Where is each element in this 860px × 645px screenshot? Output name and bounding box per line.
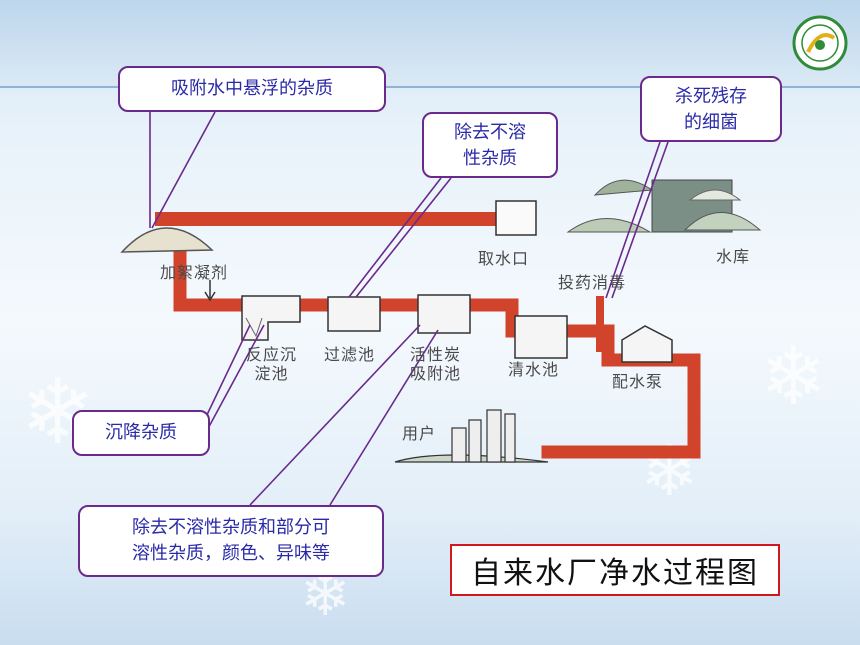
coagulant-arrow [204,280,216,302]
callout-remove-insoluble: 除去不溶 性杂质 [422,112,558,178]
user-buildings [394,409,549,463]
callout-adsorb: 吸附水中悬浮的杂质 [118,66,386,112]
callout-settle: 沉降杂质 [72,410,210,456]
label-clear-tank: 清水池 [508,360,560,379]
snowflake-icon: ❄ [760,330,828,423]
callout-leaders [149,111,669,506]
label-reaction-tank: 反应沉 淀池 [246,345,298,383]
coagulant-mound [120,227,214,253]
reaction-tank [241,295,301,341]
reservoir-illustration [566,179,762,233]
school-logo [792,15,848,71]
label-disinfect: 投药消毒 [558,273,627,292]
label-pump: 配水泵 [612,372,664,391]
label-carbon-tank: 活性炭 吸附池 [410,345,462,383]
intake-box [495,200,537,236]
diagram-title: 自来水厂净水过程图 [450,544,780,596]
clear-tank [514,315,568,359]
label-filter-tank: 过滤池 [324,345,376,364]
label-intake: 取水口 [478,249,530,268]
label-coagulant: 加絮凝剂 [160,263,229,282]
filter-tank [327,296,381,332]
carbon-tank [417,294,471,334]
callout-kill-bacteria: 杀死残存 的细菌 [640,76,782,142]
label-users: 用户 [402,424,437,443]
callout-carbon-adsorb: 除去不溶性杂质和部分可 溶性杂质，颜色、异味等 [78,505,384,577]
label-reservoir: 水库 [716,247,751,266]
header-divider [0,86,860,88]
pump-house [621,325,673,363]
